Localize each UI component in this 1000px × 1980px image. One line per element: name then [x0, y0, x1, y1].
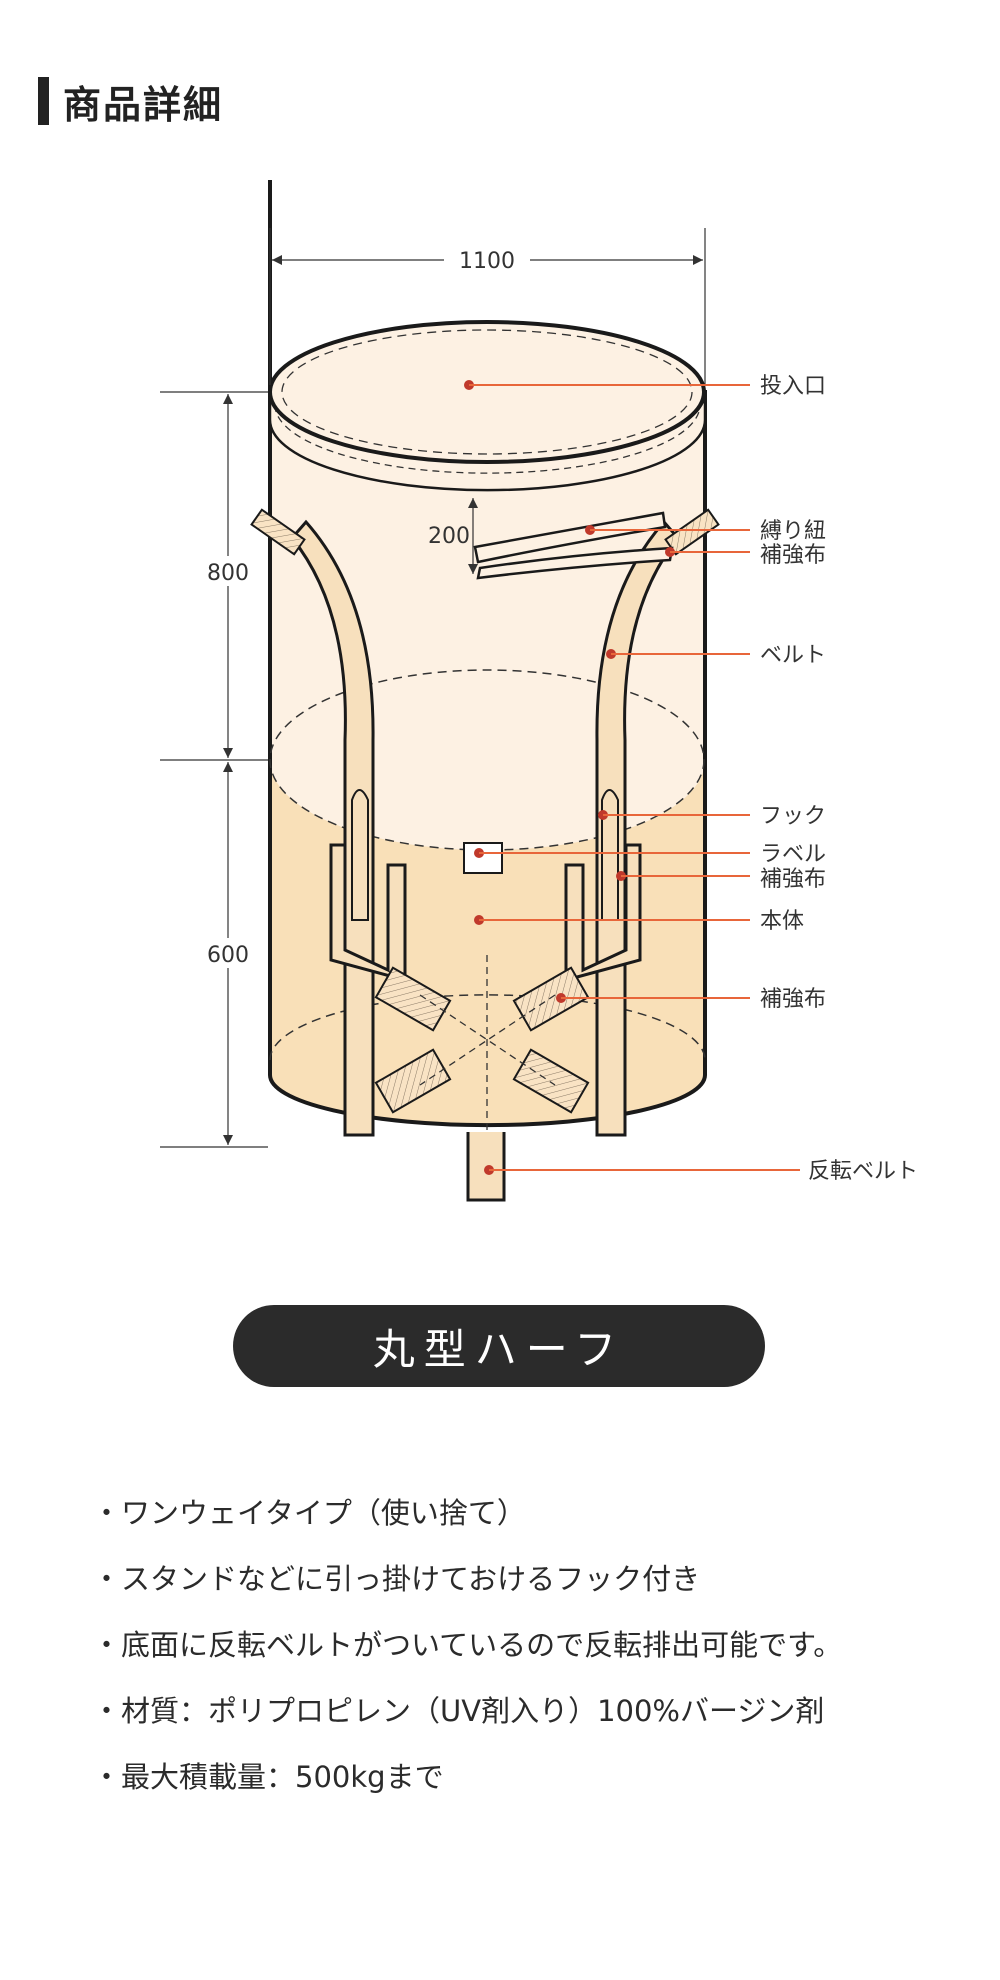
- page-title: 商品詳細: [63, 82, 224, 127]
- reinforcement-side-right: [564, 843, 642, 982]
- callout-belt-label: ベルト: [760, 643, 826, 668]
- callout-reinforcement-side: 補強布: [616, 867, 826, 892]
- bottom-dashed-ellipse: [269, 994, 706, 1061]
- callout-label-label: ラベル: [760, 842, 826, 867]
- callout-hook-label: フック: [760, 804, 826, 829]
- model-name: 丸型ハーフ: [372, 1324, 626, 1374]
- callout-inlet-label: 投入口: [760, 374, 826, 399]
- callout-reinforcement-bottom-label: 補強布: [760, 987, 826, 1012]
- belt-right: [595, 519, 680, 1137]
- dim-tie-text: 200: [428, 524, 470, 549]
- callout-reinforcement-bottom: 補強布: [556, 987, 826, 1012]
- feature-item: 底面に反転ベルトがついているので反転排出可能です。: [92, 1612, 962, 1678]
- feature-item: スタンドなどに引っ掛けておけるフック付き: [92, 1546, 962, 1612]
- feature-item: 材質：ポリプロピレン（UV剤入り）100%バージン剤: [92, 1678, 962, 1744]
- reinforcement-bottom-2: [512, 966, 590, 1032]
- model-name-badge: 丸型ハーフ: [233, 1305, 765, 1387]
- callout-reinforcement-top: 補強布: [665, 543, 826, 568]
- callout-tie-string-label: 縛り紐: [760, 519, 826, 544]
- callout-body: 本体: [474, 909, 804, 934]
- reinforcement-side-left: [329, 843, 407, 982]
- callout-hook: フック: [598, 804, 826, 829]
- section-header: 商品詳細: [38, 76, 224, 127]
- dim-width-text: 1100: [459, 249, 515, 274]
- callout-reverse-belt: 反転ベルト: [484, 1159, 918, 1184]
- feature-item: ワンウェイタイプ（使い捨て）: [92, 1480, 962, 1546]
- reinforcement-bottom-1: [374, 966, 452, 1032]
- label-tag: [463, 842, 503, 874]
- callout-belt: ベルト: [606, 643, 826, 668]
- mid-dashed-ellipse: [269, 669, 705, 851]
- dim-lower-text: 600: [207, 943, 249, 968]
- feature-list: ワンウェイタイプ（使い捨て） スタンドなどに引っ掛けておけるフック付き 底面に反…: [92, 1480, 962, 1810]
- dim-vertical-arrows: [223, 394, 233, 1145]
- hook-right: [601, 789, 619, 921]
- callout-reverse-belt-label: 反転ベルト: [808, 1159, 918, 1184]
- reinforcement-bottom-4: [512, 1048, 590, 1114]
- callout-reinforcement-top-label: 補強布: [760, 543, 826, 568]
- reinforcement-bottom-3: [374, 1048, 452, 1114]
- callout-body-label: 本体: [760, 909, 804, 934]
- inlet-dashed: [281, 329, 693, 455]
- feature-item: 最大積載量：500kgまで: [92, 1744, 962, 1810]
- bottom-cross-lines: [419, 994, 556, 1086]
- callout-inlet: 投入口: [464, 374, 826, 399]
- callout-label: ラベル: [474, 842, 826, 867]
- callout-tie-string: 縛り紐: [585, 519, 826, 544]
- callout-reinforcement-side-label: 補強布: [760, 867, 826, 892]
- dim-upper-text: 800: [207, 561, 249, 586]
- belt-left: [290, 519, 375, 1137]
- hook-left: [351, 789, 369, 921]
- collar-dashed: [274, 404, 701, 474]
- reinforcement-top-left: [250, 508, 306, 556]
- inlet-opening: [268, 320, 706, 464]
- bag-diagram: 1100 800 600 200 投入口 縛り紐 補強布 ベルト フック ラベル: [160, 180, 918, 1202]
- header-bar: [38, 77, 49, 125]
